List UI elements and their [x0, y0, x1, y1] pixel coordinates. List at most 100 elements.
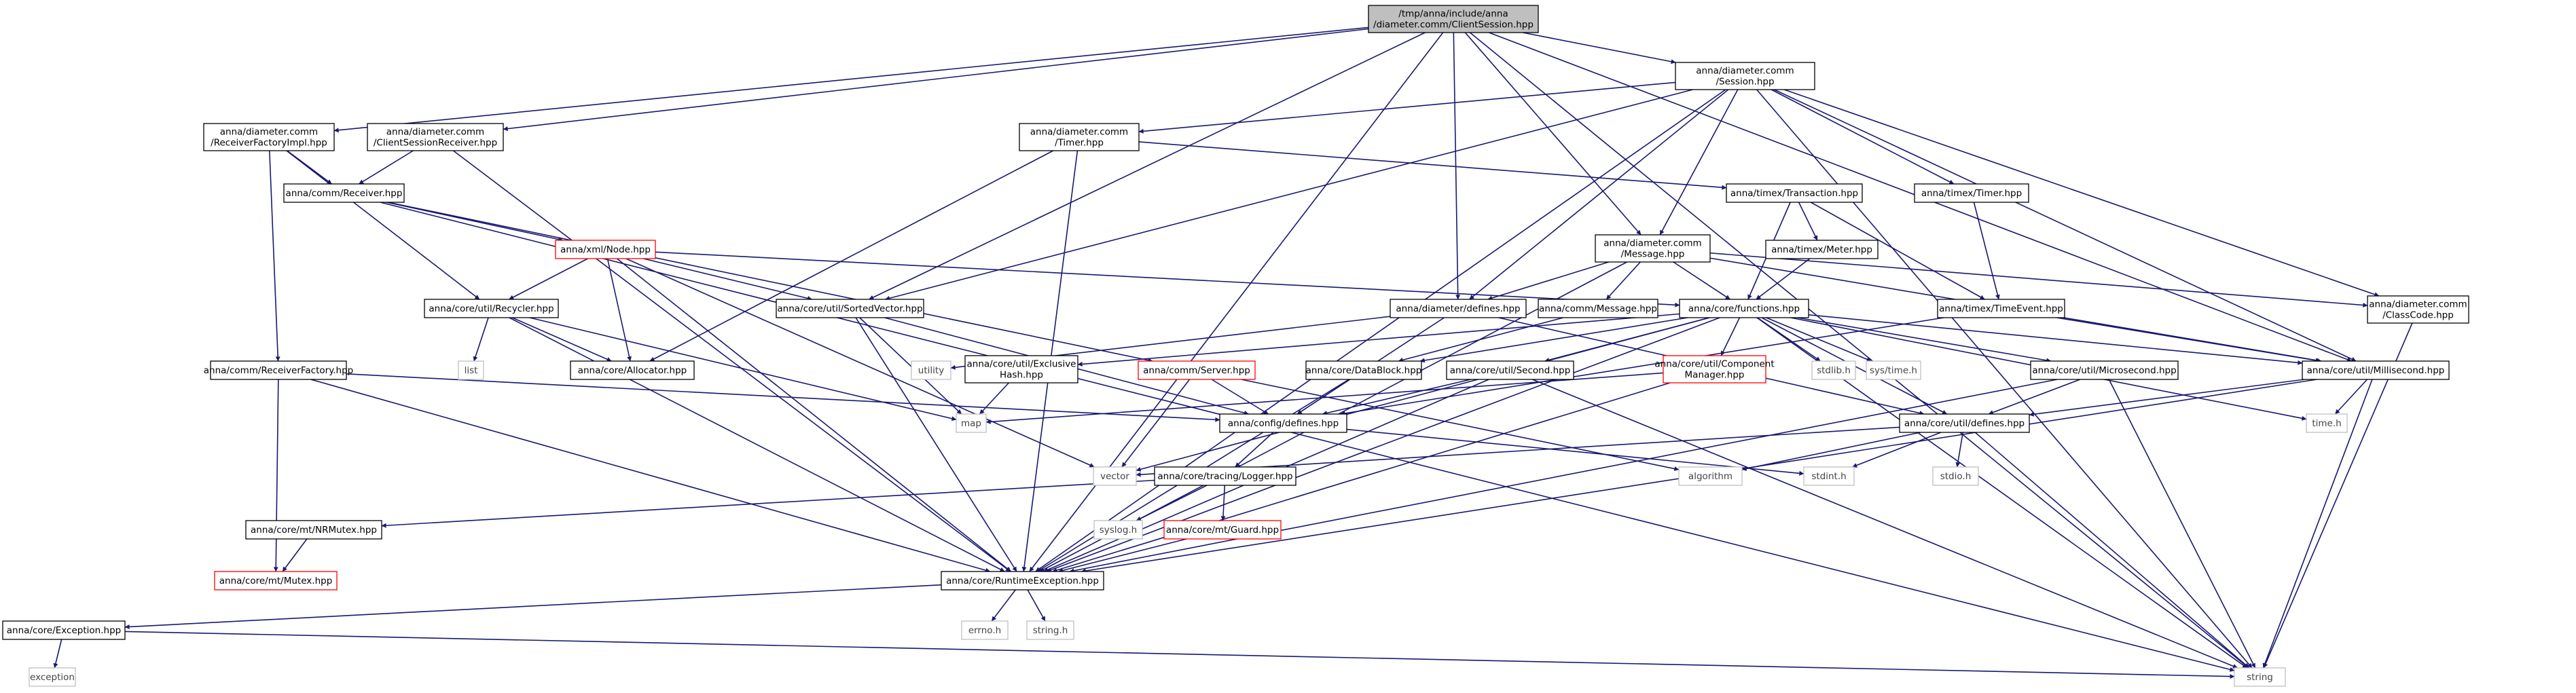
- edge-session-to-diadefines: [1469, 89, 1729, 300]
- edge-timeevent-to-configdef: [1340, 317, 1944, 416]
- edge-functions-to-microsec: [1797, 317, 2052, 363]
- edge-guard-to-rtexc: [1058, 538, 1187, 573]
- node-label: anna/core/functions.hpp: [1688, 303, 1800, 314]
- edge-session-to-timerhpp: [1138, 81, 1676, 134]
- node-label: anna/diameter.comm: [386, 126, 484, 137]
- node-box: [1219, 413, 1347, 433]
- node-box: [2306, 413, 2348, 433]
- edge-commmsg-to-datablock: [1398, 317, 1564, 362]
- node-label: anna/core/util/Millisecond.hpp: [2307, 365, 2445, 376]
- node-box: [1932, 466, 1979, 486]
- node-server: anna/comm/Server.hpp: [1138, 360, 1256, 380]
- node-label: errno.h: [968, 625, 1001, 636]
- node-label: stdio.h: [1940, 471, 1972, 482]
- node-millisec[interactable]: anna/core/util/Millisecond.hpp: [2302, 360, 2450, 380]
- edge-classcode-to-string: [2263, 322, 2413, 669]
- edge-session-to-sortedvec: [885, 89, 1693, 301]
- node-label: anna/core/util/Microsecond.hpp: [2032, 365, 2176, 376]
- edge-recycler-to-allocator: [511, 317, 612, 362]
- edge-session-to-rtexc: [1035, 89, 1726, 572]
- node-sortedvec[interactable]: anna/core/util/SortedVector.hpp: [776, 299, 924, 318]
- node-label: anna/timex/Transaction.hpp: [1730, 188, 1858, 199]
- node-transaction[interactable]: anna/timex/Transaction.hpp: [1726, 183, 1863, 203]
- node-csrecv[interactable]: anna/diameter.comm/ClientSessionReceiver…: [367, 123, 504, 151]
- node-utildef[interactable]: anna/core/util/defines.hpp: [1899, 413, 2030, 433]
- node-stdlib: stdlib.h: [1811, 360, 1856, 380]
- node-box: [1765, 240, 1879, 259]
- node-logger[interactable]: anna/core/tracing/Logger.hpp: [1154, 466, 1296, 486]
- edge-exclhash-to-map: [979, 382, 1009, 415]
- node-session[interactable]: anna/diameter.comm/Session.hpp: [1675, 62, 1815, 90]
- node-box: [2367, 295, 2469, 324]
- node-stdio: stdio.h: [1932, 466, 1979, 486]
- edge-server-to-vector: [1121, 379, 1191, 468]
- edge-xmlnode-to-sortedvec: [643, 258, 812, 301]
- node-box: [1937, 299, 2065, 318]
- node-label: anna/diameter.comm: [220, 126, 318, 137]
- node-configdef[interactable]: anna/config/defines.hpp: [1219, 413, 1347, 433]
- node-root: /tmp/anna/include/anna/diameter.comm/Cli…: [1368, 5, 1539, 33]
- edge-root-to-sortedvec: [869, 32, 1426, 300]
- node-commrecv[interactable]: anna/comm/Receiver.hpp: [283, 183, 405, 203]
- edge-root-to-session: [1523, 32, 1676, 64]
- edge-utildef-to-algorithm: [1741, 432, 1921, 471]
- edge-session-to-classcode: [1783, 89, 2380, 297]
- node-box: [1914, 183, 2029, 203]
- node-label: anna/core/Exception.hpp: [7, 625, 121, 636]
- edge-root-to-message: [1464, 32, 1641, 236]
- node-timerhpp[interactable]: anna/diameter.comm/Timer.hpp: [1019, 123, 1140, 151]
- edge-compmgr-to-map: [985, 372, 1664, 424]
- node-label: anna/diameter.comm: [1030, 126, 1128, 137]
- node-label: string.h: [1033, 625, 1068, 636]
- node-label: stdint.h: [1811, 471, 1846, 482]
- edge-xmlnode-to-recycler: [509, 258, 588, 300]
- node-label: string: [2247, 672, 2273, 683]
- node-xmlnode: anna/xml/Node.hpp: [555, 240, 656, 259]
- edge-recycler-to-list: [473, 317, 489, 362]
- node-allocator[interactable]: anna/core/Allocator.hpp: [570, 360, 695, 380]
- node-microsec[interactable]: anna/core/util/Microsecond.hpp: [2030, 360, 2179, 380]
- node-box: [1138, 360, 1256, 380]
- node-rfactory[interactable]: anna/comm/ReceiverFactory.hpp: [204, 360, 354, 380]
- edge-functions-to-rtexc: [1046, 317, 1720, 572]
- edge-rfactory-to-mutex: [273, 379, 279, 572]
- node-box: [2302, 360, 2450, 380]
- node-label: anna/comm/Server.hpp: [1143, 365, 1250, 376]
- node-label: anna/timex/Meter.hpp: [1771, 244, 1872, 255]
- edge-commrecv-to-server: [388, 202, 1153, 363]
- node-rtexc[interactable]: anna/core/RuntimeException.hpp: [941, 571, 1104, 591]
- node-box: [1866, 360, 1921, 380]
- node-mutex: anna/core/mt/Mutex.hpp: [214, 571, 338, 591]
- node-classcode[interactable]: anna/diameter.comm/ClassCode.hpp: [2367, 295, 2469, 324]
- node-exception[interactable]: anna/core/Exception.hpp: [2, 620, 126, 640]
- edge-functions-to-systime: [1766, 317, 1872, 362]
- node-box: [1595, 234, 1711, 263]
- node-recycler[interactable]: anna/core/util/Recycler.hpp: [424, 299, 559, 318]
- node-box: [961, 620, 1009, 640]
- edge-functions-to-datablock: [1419, 317, 1688, 363]
- node-rfimpl[interactable]: anna/diameter.comm/ReceiverFactoryImpl.h…: [203, 123, 335, 151]
- node-nrmutex[interactable]: anna/core/mt/NRMutex.hpp: [245, 520, 382, 540]
- node-message[interactable]: anna/diameter.comm/Message.hpp: [1595, 234, 1711, 263]
- edge-rfactory-to-configdef: [346, 373, 1220, 422]
- node-list: list: [458, 360, 484, 380]
- node-box: [1093, 520, 1143, 540]
- node-functions[interactable]: anna/core/functions.hpp: [1679, 299, 1809, 318]
- node-timextimer[interactable]: anna/timex/Timer.hpp: [1914, 183, 2029, 203]
- node-commmsg[interactable]: anna/comm/Message.hpp: [1538, 299, 1658, 318]
- edge-csrecv-to-rtexc: [452, 150, 1011, 572]
- node-label: sys/time.h: [1870, 365, 1917, 376]
- node-label: anna/xml/Node.hpp: [560, 244, 651, 255]
- edge-rfimpl-to-recycler: [286, 150, 480, 300]
- node-label: Manager.hpp: [1685, 369, 1745, 380]
- edge-message-to-functions: [1673, 261, 1730, 300]
- node-box: [1803, 466, 1855, 486]
- node-meter[interactable]: anna/timex/Meter.hpp: [1765, 240, 1879, 259]
- node-label: exception: [30, 672, 75, 683]
- node-second[interactable]: anna/core/util/Second.hpp: [1446, 360, 1574, 380]
- node-datablock[interactable]: anna/core/DataBlock.hpp: [1305, 360, 1422, 380]
- node-timeevent[interactable]: anna/timex/TimeEvent.hpp: [1937, 299, 2065, 318]
- node-diadefines[interactable]: anna/diameter/defines.hpp: [1390, 299, 1527, 318]
